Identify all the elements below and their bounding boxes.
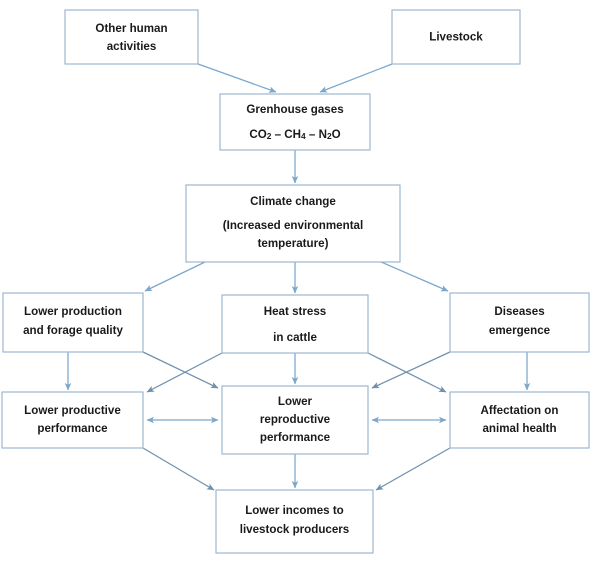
node-box bbox=[219, 93, 371, 151]
node-box bbox=[449, 292, 590, 353]
edge-heat-stress-to-productive bbox=[146, 352, 223, 393]
node-label-line: animal health bbox=[482, 422, 556, 435]
edge-health-to-incomes bbox=[375, 447, 451, 491]
node-livestock[interactable]: Livestock bbox=[391, 9, 521, 65]
node-label-line: livestock producers bbox=[240, 523, 350, 536]
node-formula: CO2 – CH4 – N2O bbox=[249, 128, 340, 141]
edge-lower-production-to-reproductive bbox=[142, 351, 219, 389]
node-label-line: Climate change bbox=[250, 195, 336, 208]
node-heat-stress[interactable]: Heat stress in cattle bbox=[221, 294, 369, 354]
node-lower-reproductive-performance[interactable]: Lower reproductive performance bbox=[221, 385, 369, 455]
node-label-line: performance bbox=[260, 431, 331, 444]
edge-livestock-to-ghg bbox=[319, 63, 393, 93]
node-label-line: Lower bbox=[278, 395, 313, 408]
node-affectation-animal-health[interactable]: Affectation on animal health bbox=[449, 391, 590, 449]
node-label-line: activities bbox=[107, 40, 157, 53]
edge-other-human-to-ghg bbox=[197, 63, 277, 93]
edge-diseases-to-reproductive bbox=[371, 351, 451, 389]
node-diseases-emergence[interactable]: Diseases emergence bbox=[449, 292, 590, 353]
node-box bbox=[215, 489, 374, 554]
node-label-line: Lower production bbox=[24, 305, 122, 318]
node-box bbox=[221, 385, 369, 455]
node-box bbox=[1, 391, 144, 449]
node-label-line: reproductive bbox=[260, 413, 331, 426]
nodes-layer: Other human activities Livestock Grenhou… bbox=[1, 9, 590, 554]
node-other-human-activities[interactable]: Other human activities bbox=[64, 9, 199, 65]
node-label-line: and forage quality bbox=[23, 324, 123, 337]
node-box bbox=[64, 9, 199, 65]
node-label-line: emergence bbox=[489, 324, 551, 337]
node-box bbox=[221, 294, 369, 354]
node-lower-production-forage[interactable]: Lower production and forage quality bbox=[2, 292, 144, 353]
node-lower-productive-performance[interactable]: Lower productive performance bbox=[1, 391, 144, 449]
node-box bbox=[185, 184, 401, 263]
node-label-line: performance bbox=[37, 422, 108, 435]
node-label-line: temperature) bbox=[258, 237, 329, 250]
node-lower-incomes[interactable]: Lower incomes to livestock producers bbox=[215, 489, 374, 554]
node-label-line: Affectation on bbox=[481, 404, 559, 417]
node-label-line: in cattle bbox=[273, 331, 317, 344]
node-label-line: Lower productive bbox=[24, 404, 121, 417]
edge-climate-to-diseases bbox=[380, 261, 449, 292]
node-label-line: Heat stress bbox=[264, 305, 327, 318]
node-label-line: Livestock bbox=[429, 31, 483, 44]
node-label-line: Grenhouse gases bbox=[246, 103, 343, 116]
node-label-line: Diseases bbox=[494, 305, 544, 318]
edge-climate-to-lower-production bbox=[144, 261, 206, 292]
node-label-line: (Increased environmental bbox=[223, 219, 363, 232]
node-box bbox=[2, 292, 144, 353]
node-box bbox=[391, 9, 521, 65]
node-greenhouse-gases[interactable]: Grenhouse gases CO2 – CH4 – N2O bbox=[219, 93, 371, 151]
node-climate-change[interactable]: Climate change (Increased environmental … bbox=[185, 184, 401, 263]
edge-productive-to-incomes bbox=[142, 447, 215, 491]
node-label-line: Other human bbox=[95, 22, 167, 35]
edges-layer bbox=[64, 63, 531, 491]
node-box bbox=[449, 391, 590, 449]
node-label-line: Lower incomes to bbox=[245, 504, 344, 517]
